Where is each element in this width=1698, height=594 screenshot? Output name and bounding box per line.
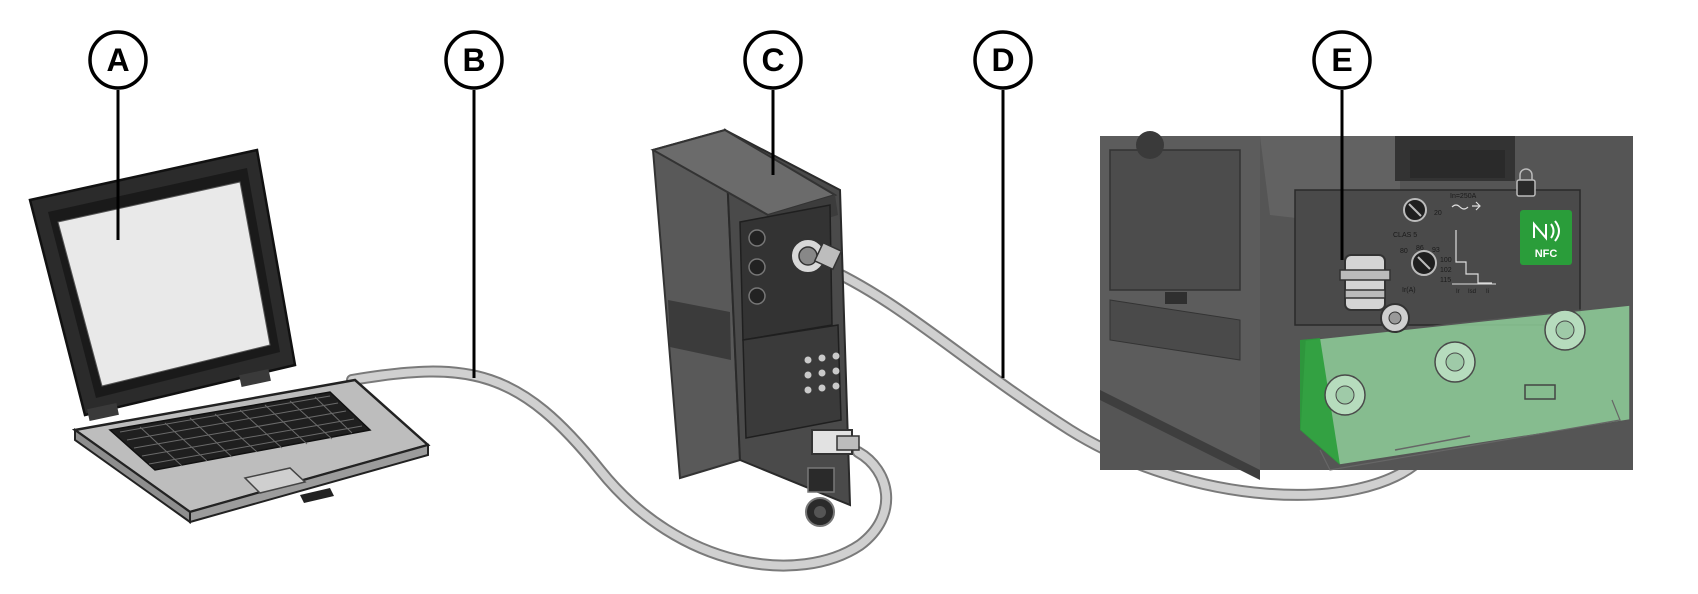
rotary-dial-top [1403,198,1427,222]
callout-label-A: A [106,42,129,78]
laptop-touchpad [243,467,307,494]
terminal-cover [1299,304,1631,471]
laptop [28,148,431,524]
dial-mark: 86 [1416,245,1424,252]
callout-label-B: B [462,42,485,78]
usb-connector [811,429,860,455]
curve-mark: Ii [1486,289,1489,295]
callout-label-C: C [761,42,784,78]
connector-D [790,238,843,274]
dial-mark: 93 [1432,247,1440,254]
dial-mark: 115 [1440,277,1451,284]
callout-label-D: D [991,42,1014,78]
nfc-badge: NFC [1520,210,1572,265]
cover-screw [1434,341,1476,383]
callout-A: A [88,30,148,240]
callout-C: C [743,30,803,175]
laptop-screen [57,181,271,387]
callout-label-E: E [1331,42,1352,78]
dial-mark: 20 [1434,210,1442,217]
interface-module [650,128,860,527]
dial-mark: 100 [1440,257,1452,264]
cover-screw [1544,309,1586,351]
callout-E: E [1312,30,1372,260]
nfc-label: NFC [1535,248,1558,260]
trip-curve [1455,230,1492,284]
rating-label: In=250A [1450,193,1477,200]
cover-screw [1324,374,1366,416]
curve-mark: Isd [1468,289,1476,295]
laptop-keyboard [108,391,372,471]
callout-B: B [444,30,504,378]
ir-label: Ir(A) [1402,287,1416,294]
lock-icon [1516,168,1536,197]
callout-D: D [973,30,1033,378]
rotary-dial-ir [1411,250,1437,276]
circuit-breaker: CLAS 5 20 80 86 93 100 102 115 Ir(A) In=… [1100,131,1633,480]
dial-mark: 80 [1400,248,1408,255]
nfc-icon [1533,220,1560,242]
dial-mark: 102 [1440,267,1452,274]
curve-mark: Ir [1456,289,1460,295]
connector-E [1339,254,1410,333]
class-label: CLAS 5 [1393,232,1417,239]
